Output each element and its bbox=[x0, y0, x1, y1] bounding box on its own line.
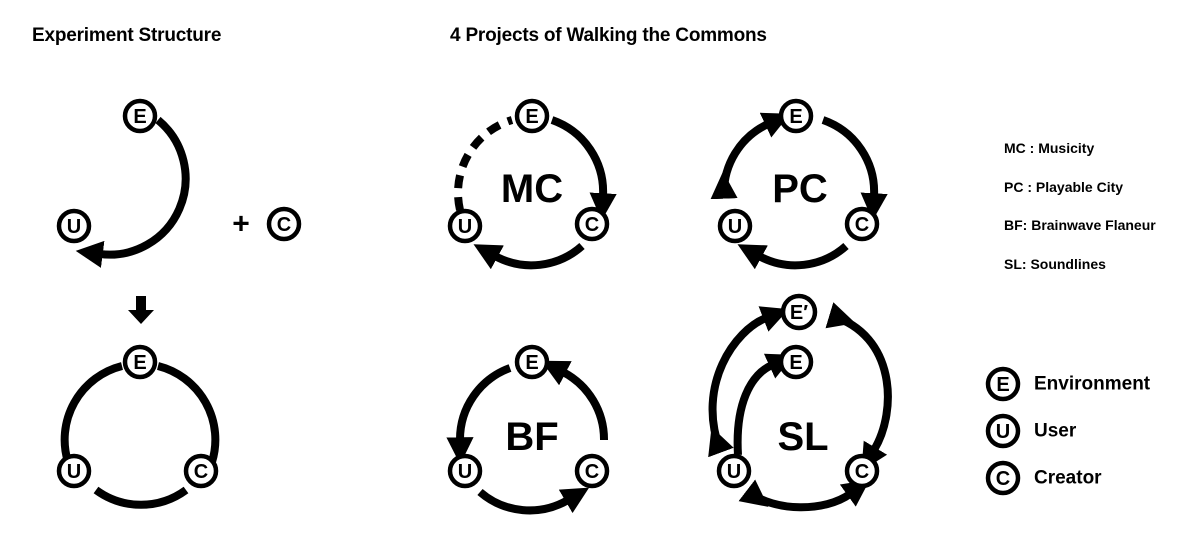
node-creator: C bbox=[574, 206, 610, 242]
projects-heading: 4 Projects of Walking the Commons bbox=[450, 25, 767, 46]
node-legend: E Environment U User C Creator bbox=[985, 366, 1151, 496]
svg-text:U: U bbox=[996, 421, 1010, 443]
abbreviation-mc: MC : Musicity bbox=[1004, 140, 1095, 156]
svg-text:E: E bbox=[525, 106, 538, 128]
node-user: U bbox=[716, 453, 752, 489]
arc-sl-eprime-c bbox=[825, 302, 892, 472]
node-environment: E bbox=[778, 98, 814, 134]
abbreviation-pc: PC : Playable City bbox=[1004, 178, 1124, 195]
legend-item-creator: C Creator bbox=[985, 460, 1102, 496]
svg-text:Creator: Creator bbox=[1034, 468, 1102, 489]
arc-sl-u-e bbox=[733, 353, 795, 456]
arc-c-u bbox=[93, 486, 189, 509]
project-abbr-sl: SL bbox=[777, 415, 828, 459]
experiment-structure-bottom bbox=[60, 362, 220, 509]
svg-text:E: E bbox=[789, 106, 802, 128]
svg-text:U: U bbox=[458, 461, 472, 483]
arc-e-c bbox=[156, 362, 220, 464]
svg-text:U: U bbox=[727, 461, 741, 483]
project-abbr-pc: PC bbox=[772, 167, 828, 211]
node-environment: E bbox=[122, 98, 158, 134]
node-creator: C bbox=[844, 206, 880, 242]
arc-bf-c-e bbox=[541, 360, 609, 441]
project-abbr-mc: MC bbox=[501, 167, 563, 211]
plus-sign: + bbox=[232, 208, 250, 241]
node-environment-prime: E′ bbox=[780, 293, 818, 331]
svg-text:User: User bbox=[1034, 421, 1077, 442]
svg-text:E: E bbox=[789, 352, 802, 374]
nodes: E U C E U C E U C E U C E U C E′ E U C bbox=[56, 98, 880, 489]
abbreviation-sl: SL: Soundlines bbox=[1004, 255, 1106, 272]
svg-text:U: U bbox=[458, 216, 472, 238]
svg-text:Environment: Environment bbox=[1034, 374, 1151, 395]
node-user: U bbox=[447, 208, 483, 244]
node-creator: C bbox=[574, 453, 610, 489]
node-creator: C bbox=[183, 453, 219, 489]
down-arrow bbox=[128, 296, 154, 324]
svg-text:C: C bbox=[585, 461, 599, 483]
arc-mc-u-e-dashed bbox=[454, 116, 514, 211]
legend-item-environment: E Environment bbox=[985, 366, 1151, 402]
node-environment: E bbox=[514, 344, 550, 380]
svg-text:E: E bbox=[133, 106, 146, 128]
arc-u-e bbox=[60, 362, 124, 464]
svg-text:E: E bbox=[525, 352, 538, 374]
node-user: U bbox=[447, 453, 483, 489]
node-environment: E bbox=[122, 344, 158, 380]
arc-mc-c-u bbox=[473, 242, 585, 270]
arc-pc-c-u bbox=[737, 242, 849, 270]
experiment-structure-heading: Experiment Structure bbox=[32, 25, 222, 46]
svg-text:C: C bbox=[855, 214, 869, 236]
svg-text:U: U bbox=[67, 216, 81, 238]
arc-sl-u-eprime bbox=[708, 306, 789, 458]
node-environment: E bbox=[514, 98, 550, 134]
svg-text:E: E bbox=[133, 352, 146, 374]
svg-text:E: E bbox=[996, 374, 1009, 396]
experiment-structure-top: + bbox=[75, 116, 250, 268]
project-mc-diagram: MC bbox=[454, 116, 617, 270]
project-pc-diagram: PC bbox=[710, 112, 888, 270]
node-user: U bbox=[56, 453, 92, 489]
svg-text:E′: E′ bbox=[790, 302, 808, 324]
project-sl-diagram: SL bbox=[708, 302, 892, 512]
node-environment: E bbox=[778, 344, 814, 380]
arc-bf-e-u bbox=[446, 364, 512, 465]
node-creator: C bbox=[844, 453, 880, 489]
svg-text:U: U bbox=[67, 461, 81, 483]
svg-text:C: C bbox=[194, 461, 208, 483]
abbreviation-bf: BF: Brainwave Flaneur bbox=[1004, 217, 1156, 233]
node-user: U bbox=[717, 208, 753, 244]
svg-text:C: C bbox=[277, 214, 291, 236]
svg-text:C: C bbox=[996, 468, 1010, 490]
legend-item-user: U User bbox=[985, 413, 1077, 449]
arc-sl-u-c bbox=[738, 479, 870, 512]
arc-mc-e-c bbox=[550, 116, 617, 221]
svg-text:C: C bbox=[585, 214, 599, 236]
project-abbr-bf: BF bbox=[505, 415, 558, 459]
abbreviation-legend: MC : Musicity PC : Playable City BF: Bra… bbox=[1004, 138, 1156, 292]
svg-text:C: C bbox=[855, 461, 869, 483]
arc-pc-u-e bbox=[710, 112, 791, 200]
svg-text:U: U bbox=[728, 216, 742, 238]
node-creator: C bbox=[266, 206, 302, 242]
node-user: U bbox=[56, 208, 92, 244]
arc-environment-to-user bbox=[75, 116, 190, 268]
project-bf-diagram: BF bbox=[446, 360, 609, 515]
arc-bf-u-c bbox=[477, 487, 590, 515]
arc-pc-e-c bbox=[821, 116, 888, 221]
